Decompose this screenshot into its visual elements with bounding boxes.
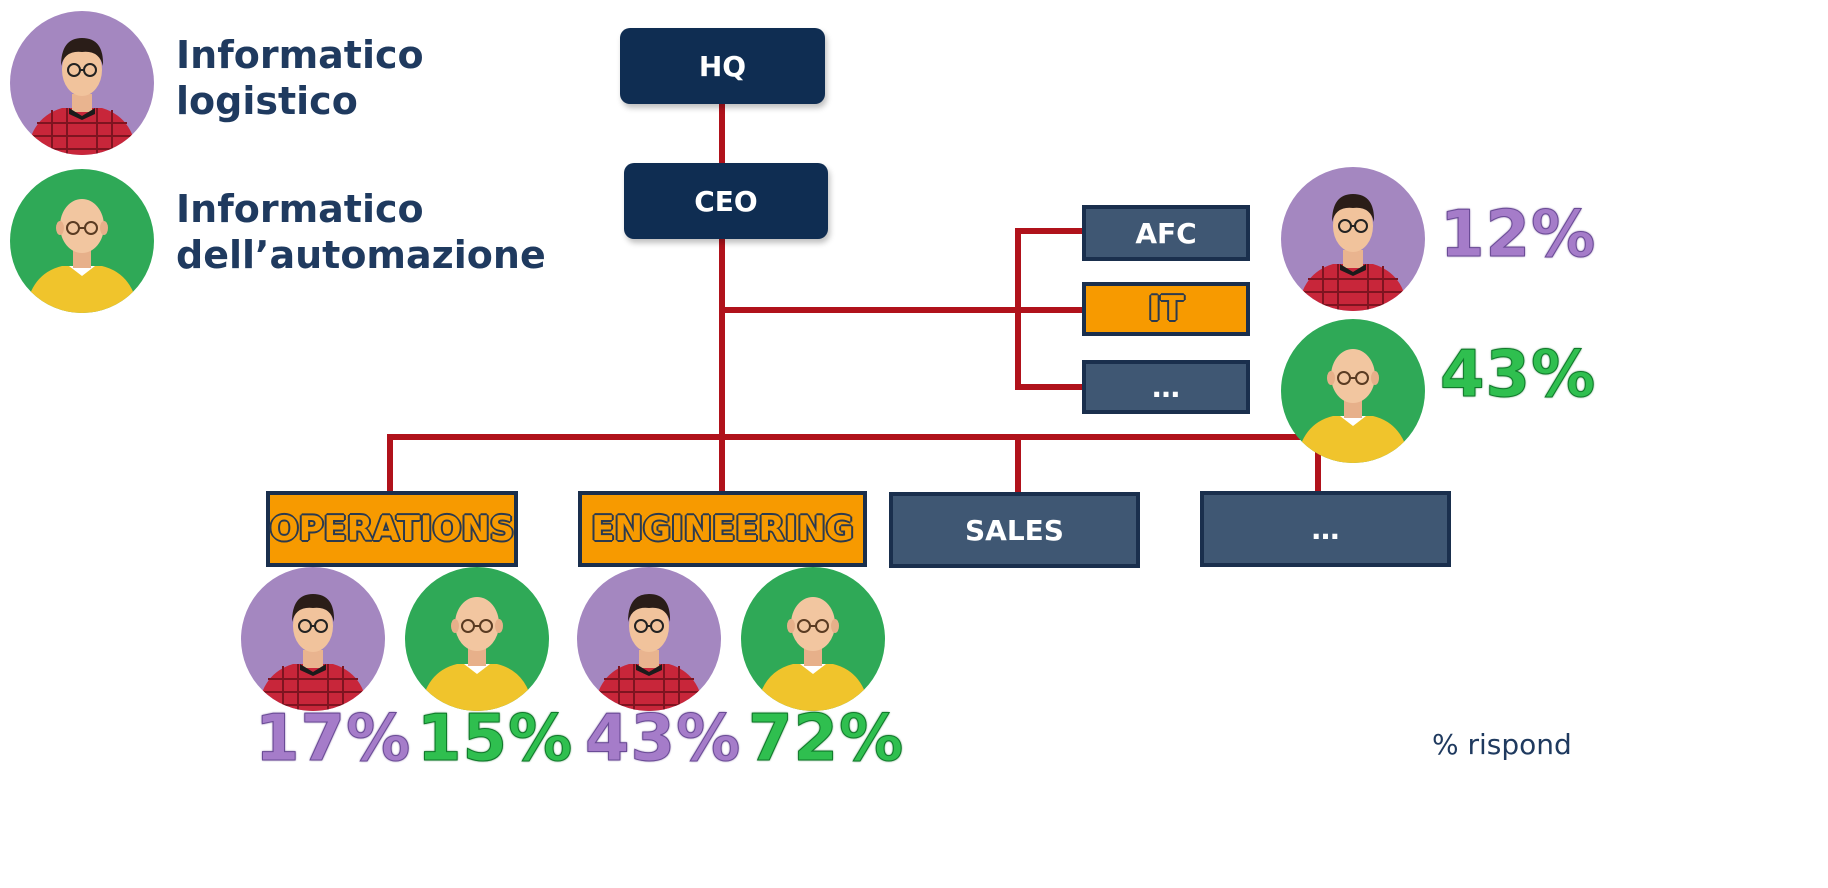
node-hq: HQ: [620, 28, 825, 104]
it-logistic-person-icon: [1278, 164, 1428, 314]
legend-automation-line1: Informatico: [176, 187, 424, 231]
node-it: IT: [1082, 282, 1250, 336]
connector-operations: [387, 434, 393, 494]
legend-automation-line2: dell’automazione: [176, 233, 546, 277]
legend-logistic-line2: logistico: [176, 79, 358, 123]
engineering-automation-percentage: 72%: [747, 702, 905, 776]
node-bottom-more-label: …: [1311, 512, 1340, 546]
node-sales: SALES: [889, 492, 1140, 568]
connector-afc: [1015, 228, 1085, 234]
engineering-logistic-percentage: 43%: [584, 702, 742, 776]
footnote: % rispond: [1432, 728, 1572, 761]
engineering-logistic-person-icon: [574, 564, 724, 714]
node-bottom-more: …: [1200, 491, 1451, 567]
operations-automation-person-icon: [402, 564, 552, 714]
node-engineering: ENGINEERING: [578, 491, 867, 567]
legend-logistic-line1: Informatico: [176, 33, 424, 77]
node-side-more-label: …: [1152, 370, 1180, 404]
operations-logistic-person-icon: [238, 564, 388, 714]
node-it-label: IT: [1148, 289, 1184, 329]
it-logistic-percentage: 12%: [1439, 198, 1597, 272]
legend-automation-person-icon: [7, 166, 157, 316]
connector-ceo-trunk: [719, 238, 725, 492]
it-automation-person-icon: [1278, 316, 1428, 466]
node-operations-label: OPERATIONS: [269, 509, 515, 549]
connector-sales: [1015, 434, 1021, 496]
connector-side-more: [1015, 384, 1085, 390]
node-hq-label: HQ: [698, 49, 747, 83]
connector-divisions-bar: [387, 434, 1321, 440]
node-sales-label: SALES: [965, 513, 1064, 547]
connector-staff-vertical: [1015, 228, 1021, 390]
operations-automation-percentage: 15%: [416, 702, 574, 776]
connector-hq-ceo: [719, 104, 725, 164]
engineering-automation-person-icon: [738, 564, 888, 714]
connector-bottom-more: [1315, 434, 1321, 492]
legend-automation-label: Informatico dell’automazione: [176, 186, 546, 278]
node-operations: OPERATIONS: [266, 491, 518, 567]
node-ceo: CEO: [624, 163, 828, 239]
node-engineering-label: ENGINEERING: [591, 509, 854, 549]
node-ceo-label: CEO: [694, 184, 758, 218]
connector-ceo-staff: [719, 307, 1085, 313]
it-automation-percentage: 43%: [1439, 338, 1597, 412]
operations-logistic-percentage: 17%: [254, 702, 412, 776]
legend-logistic-label: Informatico logistico: [176, 32, 424, 124]
legend-logistic-person-icon: [7, 8, 157, 158]
node-side-more: …: [1082, 360, 1250, 414]
node-afc-label: AFC: [1135, 216, 1197, 250]
node-afc: AFC: [1082, 205, 1250, 261]
